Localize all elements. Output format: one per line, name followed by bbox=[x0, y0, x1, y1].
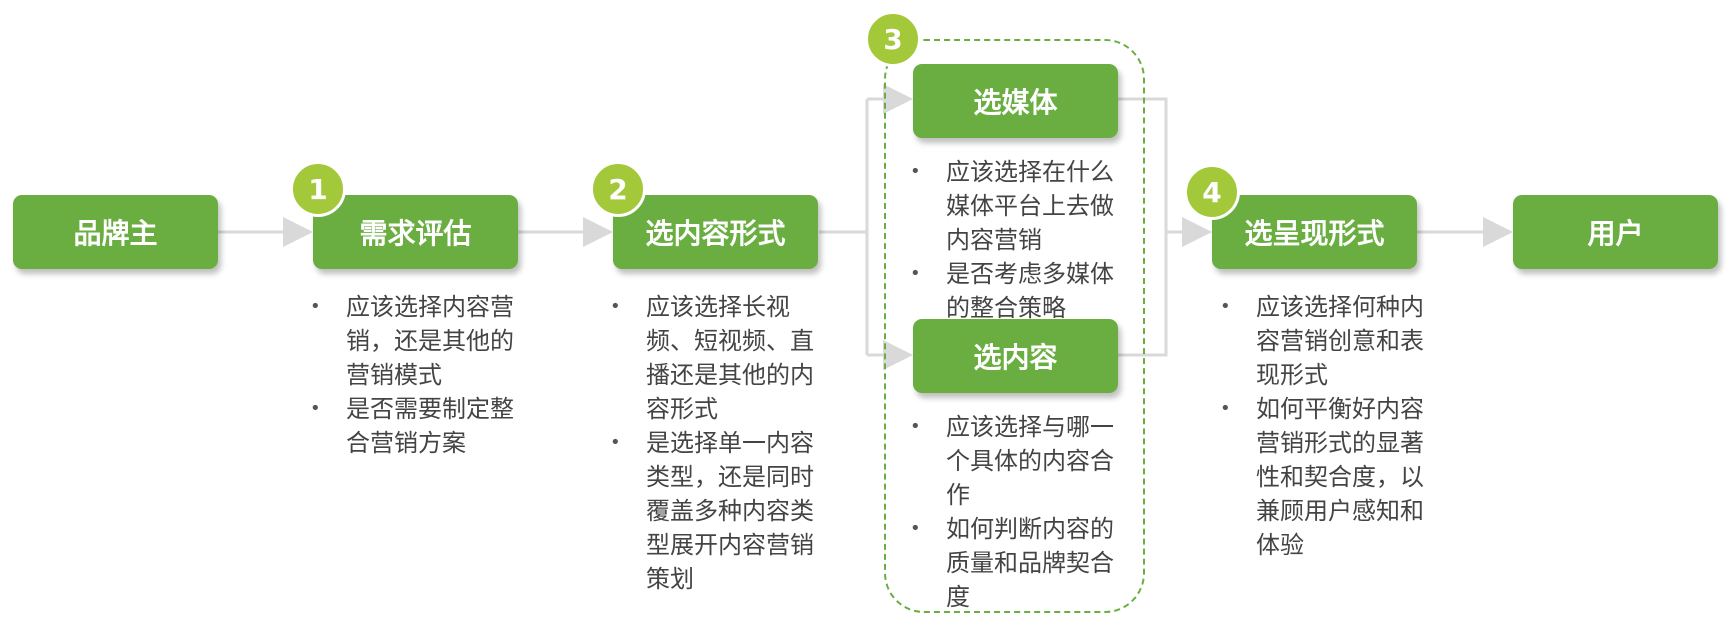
step-badge-1: 1 bbox=[290, 161, 346, 217]
note-item: 应该选择内容营销，还是其他的营销模式 bbox=[310, 290, 516, 392]
node-brand-owner: 品牌主 bbox=[13, 195, 218, 269]
note-item: 是否需要制定整合营销方案 bbox=[310, 392, 516, 460]
note-item: 是否考虑多媒体的整合策略 bbox=[910, 257, 1116, 325]
note-item: 应该选择长视频、短视频、直播还是其他的内容形式 bbox=[610, 290, 816, 426]
node-presentation-format: 选呈现形式 bbox=[1212, 195, 1417, 269]
note-item: 如何判断内容的质量和品牌契合度 bbox=[910, 512, 1116, 614]
note-item: 应该选择与哪一个具体的内容合作 bbox=[910, 410, 1116, 512]
node-user: 用户 bbox=[1513, 195, 1718, 269]
note-item: 是选择单一内容类型，还是同时覆盖多种内容类型展开内容营销策划 bbox=[610, 426, 816, 596]
step-badge-3: 3 bbox=[865, 11, 921, 67]
node-demand-assessment: 需求评估 bbox=[313, 195, 518, 269]
join-line bbox=[1118, 97, 1168, 357]
step4-notes: 应该选择何种内容营销创意和表现形式 如何平衡好内容营销形式的显著性和契合度，以兼… bbox=[1220, 290, 1426, 562]
node-select-media: 选媒体 bbox=[913, 64, 1118, 138]
note-item: 如何平衡好内容营销形式的显著性和契合度，以兼顾用户感知和体验 bbox=[1220, 392, 1426, 562]
step1-notes: 应该选择内容营销，还是其他的营销模式 是否需要制定整合营销方案 bbox=[310, 290, 516, 460]
step-badge-2: 2 bbox=[590, 161, 646, 217]
content-notes: 应该选择与哪一个具体的内容合作 如何判断内容的质量和品牌契合度 bbox=[910, 410, 1116, 614]
node-content-format: 选内容形式 bbox=[613, 195, 818, 269]
step-badge-4: 4 bbox=[1184, 164, 1240, 220]
node-select-content: 选内容 bbox=[913, 319, 1118, 393]
step2-notes: 应该选择长视频、短视频、直播还是其他的内容形式 是选择单一内容类型，还是同时覆盖… bbox=[610, 290, 816, 596]
note-item: 应该选择在什么媒体平台上去做内容营销 bbox=[910, 155, 1116, 257]
note-item: 应该选择何种内容营销创意和表现形式 bbox=[1220, 290, 1426, 392]
media-notes: 应该选择在什么媒体平台上去做内容营销 是否考虑多媒体的整合策略 bbox=[910, 155, 1116, 325]
